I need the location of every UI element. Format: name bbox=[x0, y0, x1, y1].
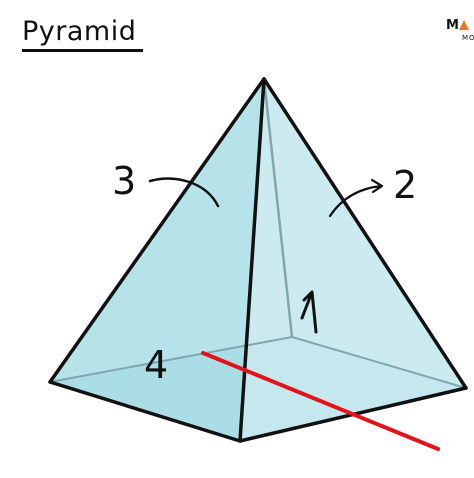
annotation-label-4: 4 bbox=[144, 343, 168, 387]
logo-letter: M bbox=[446, 18, 459, 33]
title-underline bbox=[22, 49, 143, 52]
annotation-arrow-2 bbox=[328, 178, 384, 218]
hidden-edge-base-right bbox=[291, 336, 467, 389]
pyramid-right-face bbox=[240, 79, 466, 441]
page-title: Pyramid bbox=[22, 16, 137, 47]
annotation-pointer-3 bbox=[148, 177, 220, 208]
annotation-label-1-mark bbox=[300, 290, 318, 334]
edge-apex-left bbox=[48, 77, 266, 384]
logo-triangle-icon bbox=[459, 20, 469, 30]
hidden-edge-apex-back bbox=[262, 78, 294, 338]
brand-logo: M MO bbox=[446, 18, 474, 48]
edge-apex-front bbox=[238, 77, 266, 443]
pyramid-left-face bbox=[50, 79, 264, 441]
annotation-label-2: 2 bbox=[393, 163, 417, 207]
edge-base-front-left bbox=[48, 380, 242, 443]
edge-apex-right bbox=[262, 77, 468, 390]
logo-subtext: MO bbox=[462, 34, 474, 42]
red-annotation-line bbox=[201, 351, 440, 451]
annotation-label-3: 3 bbox=[112, 159, 136, 203]
hidden-edge-base-left bbox=[49, 336, 293, 383]
